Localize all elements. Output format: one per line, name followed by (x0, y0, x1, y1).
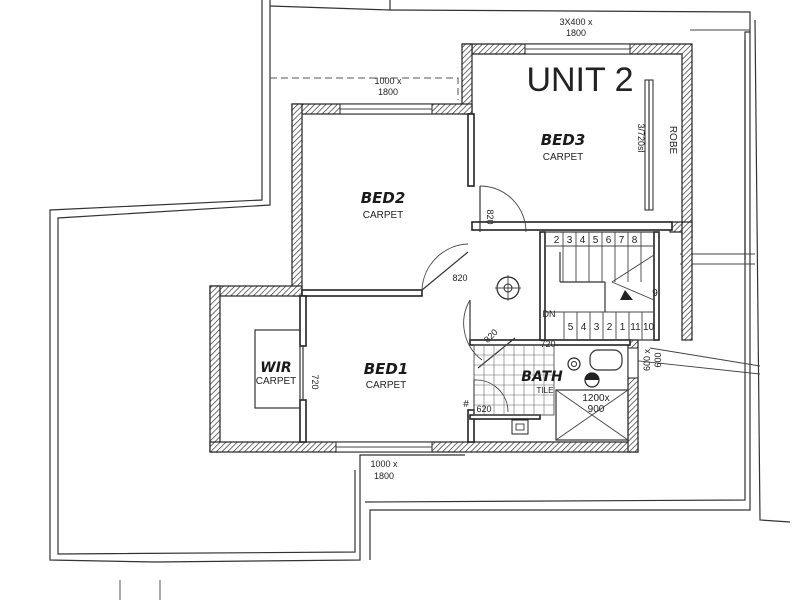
unit-title: UNIT 2 (526, 61, 633, 99)
stair-step-number: 7 (619, 235, 625, 246)
bed3-finish: CARPET (543, 152, 584, 163)
bed1-finish: CARPET (366, 380, 407, 391)
door-robe-size: 3/720sl (636, 123, 646, 152)
window-bed2-line2: 1800 (378, 87, 398, 97)
wir-name: WIR (260, 360, 291, 376)
stair-step-number: 10 (643, 322, 655, 333)
window-bath-line2: 600 (653, 352, 663, 367)
window-top-line1: 3X400 x (559, 17, 593, 27)
stair-step-number: 9 (652, 288, 658, 299)
window-bed2-line1: 1000 x (374, 76, 402, 86)
bath-finish: TILE (537, 386, 554, 395)
windows (335, 43, 639, 453)
bath-name: BATH (521, 369, 563, 385)
stair-step-number: 11 (630, 322, 641, 333)
window-bed1-line1: 1000 x (370, 459, 398, 469)
hash-mark: # (463, 399, 469, 410)
stair-step-number: 4 (580, 235, 586, 246)
stair-down-label: DN (543, 309, 556, 319)
labels: UNIT 2 BED3 CARPET BED2 CARPET BED1 CARP… (256, 17, 678, 481)
door-bed2-size: 820 (452, 273, 467, 283)
door-bed3-size: 820 (485, 209, 495, 224)
door-wir-size: 720 (310, 374, 320, 389)
bed2-finish: CARPET (363, 210, 404, 221)
shower-size-line2: 900 (588, 404, 605, 415)
stair-step-number: 1 (620, 322, 626, 333)
bed3-name: BED3 (541, 131, 586, 149)
stair-step-number: 8 (632, 235, 638, 246)
stair-step-number: 6 (606, 235, 612, 246)
stair-step-number: 3 (567, 235, 573, 246)
stair-step-number: 2 (607, 322, 613, 333)
bathroom (473, 344, 629, 441)
wir-finish: CARPET (256, 376, 297, 387)
window-bath-line1: 600 x (642, 348, 652, 371)
door-linen-size: 620 (476, 404, 491, 414)
stair-step-number: 5 (593, 235, 599, 246)
internal-walls (299, 113, 673, 443)
window-top-line2: 1800 (566, 28, 586, 38)
bed2-name: BED2 (361, 189, 406, 207)
robe-label: ROBE (667, 126, 678, 155)
bed1-name: BED1 (364, 360, 409, 378)
hall-light-icon (495, 275, 521, 301)
roof-outline (49, 0, 791, 600)
stair (544, 231, 655, 341)
door-bath-size: 720 (540, 339, 555, 349)
stair-step-number: 5 (568, 322, 574, 333)
stair-step-number: 3 (594, 322, 600, 333)
stair-step-number: 4 (581, 322, 587, 333)
toilet-icon (589, 349, 623, 371)
shower-size-line1: 1200x (582, 393, 609, 404)
wardrobe-fixtures (254, 79, 654, 409)
stair-step-number: 2 (554, 235, 560, 246)
window-bed1-line2: 1800 (374, 471, 394, 481)
